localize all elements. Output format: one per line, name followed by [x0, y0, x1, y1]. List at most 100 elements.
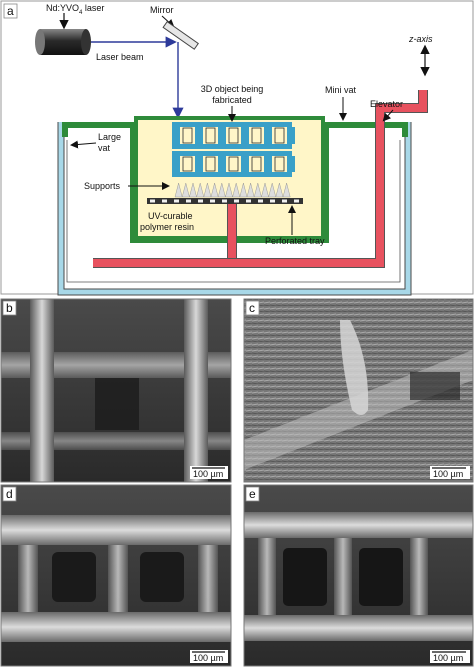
support-spike — [210, 182, 219, 198]
panel-e-letter-box — [245, 486, 260, 502]
lattice-cell — [251, 127, 262, 144]
sem-d-strut-top — [1, 515, 231, 545]
lattice-cell — [205, 156, 216, 172]
sem-d-strut-bottom — [1, 612, 231, 642]
lattice-post — [287, 156, 295, 172]
support-spike — [261, 182, 269, 198]
panel-a-letter: a — [7, 4, 14, 18]
laser-label: Nd:YVO4 laser — [46, 3, 104, 16]
lattice-cell — [228, 127, 239, 144]
sem-b-pore — [95, 378, 139, 430]
lattice-post — [241, 156, 249, 172]
sem-d-pore-2 — [140, 552, 184, 602]
tray-hole — [294, 199, 299, 203]
panel-e-letter: e — [249, 487, 256, 501]
panel-c-letter-box — [245, 300, 260, 316]
support-spike — [239, 182, 248, 198]
sem-d-pore-1 — [52, 552, 96, 602]
support-spike — [246, 182, 255, 198]
lattice-post — [172, 127, 180, 144]
resin-label-1: UV-curable — [148, 211, 193, 221]
support-spike — [181, 182, 190, 198]
support-spike — [189, 182, 197, 198]
sem-d-post-3 — [198, 545, 218, 612]
tray-hole — [210, 199, 215, 203]
mirror-icon — [162, 20, 199, 50]
elevator-pointer-arrow — [382, 109, 394, 122]
lattice-post — [195, 127, 203, 144]
sem-c-fiber — [340, 320, 369, 415]
lattice-cell — [251, 156, 262, 172]
lattice-post — [218, 127, 226, 144]
sem-e-strut-bottom — [244, 615, 473, 641]
lattice-beam — [172, 144, 292, 149]
panel-e-frame — [243, 484, 474, 667]
sem-e-post-3 — [410, 538, 428, 615]
elevator-label: Elevator — [370, 99, 403, 109]
lattice-cell — [274, 127, 285, 144]
tray-hole — [174, 199, 179, 203]
large-vat-label-2: vat — [98, 143, 111, 153]
resin-label-2: polymer resin — [140, 222, 194, 232]
tray-hole — [234, 199, 239, 203]
lattice-post — [287, 127, 295, 144]
elevator — [225, 90, 427, 267]
perforated-tray — [147, 198, 303, 204]
panel-b-scale: 100 µm — [193, 469, 223, 479]
panel-d-scale-bg — [190, 650, 228, 663]
lattice-beam — [172, 172, 292, 177]
panel-b: b 100 µm — [0, 298, 232, 483]
large-vat — [58, 122, 411, 295]
panel-c: c 100 µm — [243, 298, 474, 483]
support-spike — [196, 182, 205, 198]
support-spike — [203, 182, 212, 198]
lattice-beam — [172, 151, 292, 156]
panel-d: d 100 µm — [0, 484, 232, 667]
sem-b-rod-left — [30, 299, 54, 482]
large-vat-pointer-arrow — [70, 140, 97, 149]
support-spike — [268, 182, 277, 198]
sem-e-pore-1 — [283, 548, 327, 606]
tray-hole — [270, 199, 275, 203]
z-axis-label: z-axis — [408, 34, 433, 44]
sem-e-strut-top — [244, 512, 473, 538]
tray-hole — [162, 199, 167, 203]
object-label-2: fabricated — [212, 95, 252, 105]
panel-b-letter: b — [6, 301, 13, 315]
sem-d-post-2 — [108, 545, 128, 612]
lattice-cell — [182, 127, 193, 144]
panel-c-scale: 100 µm — [433, 469, 463, 479]
mini-vat-label: Mini vat — [325, 85, 357, 95]
panel-e-scale: 100 µm — [433, 653, 463, 663]
sem-b-horizontal-strut-2 — [1, 432, 231, 450]
perforated-tray-label: Perforated tray — [265, 236, 325, 246]
supports-group — [174, 182, 291, 198]
tray-hole — [198, 199, 203, 203]
large-vat-label-1: Large — [98, 132, 121, 142]
panel-d-letter-box — [2, 486, 17, 502]
panel-c-letter: c — [249, 301, 255, 315]
sem-d-post-1 — [18, 545, 38, 612]
large-vat-inner-line — [66, 140, 401, 283]
panel-c-scale-bg — [430, 466, 470, 479]
sem-c-pore — [410, 372, 460, 400]
tray-hole — [258, 199, 263, 203]
lattice-cell — [228, 156, 239, 172]
tray-hole — [246, 199, 251, 203]
sem-e-pore-2 — [359, 548, 403, 606]
sem-b-rod-right — [184, 299, 208, 482]
tray-hole — [150, 199, 155, 203]
panel-b-frame — [0, 298, 232, 483]
lattice-post — [264, 127, 272, 144]
panel-b-scale-bg — [190, 466, 228, 479]
lattice-beam — [172, 122, 292, 127]
lattice-post — [195, 156, 203, 172]
sem-e-post-1 — [258, 538, 276, 615]
panel-e: e 100 µm — [243, 484, 474, 667]
laser-beam-label: Laser beam — [96, 52, 144, 62]
supports-label: Supports — [84, 181, 121, 191]
laser-icon — [35, 29, 91, 55]
support-spike — [282, 182, 291, 198]
panel-b-letter-box — [2, 300, 17, 316]
